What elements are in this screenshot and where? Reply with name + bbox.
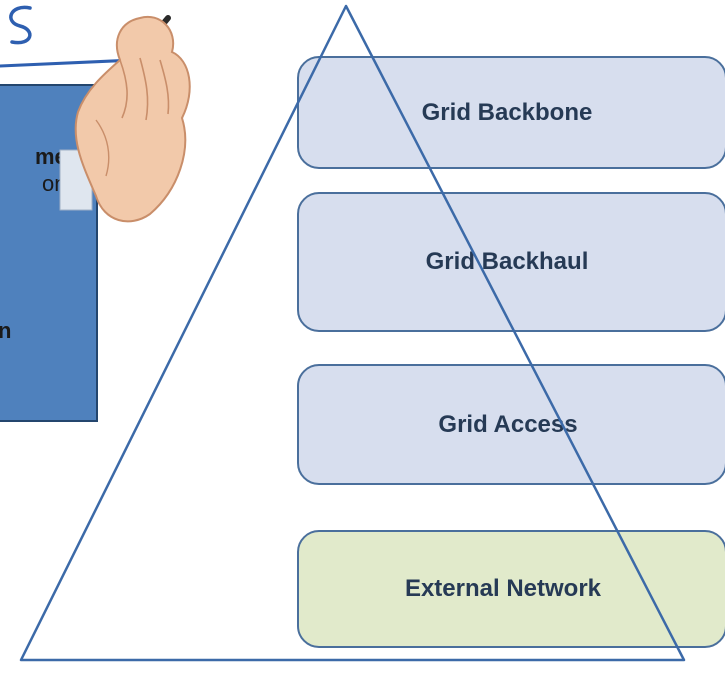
layer-grid-access: Grid Access xyxy=(297,364,725,485)
layer-label: Grid Access xyxy=(438,410,578,438)
layer-label: Grid Backbone xyxy=(421,98,593,126)
layer-grid-backbone: Grid Backbone xyxy=(297,56,725,169)
hand-writing-illustration xyxy=(0,5,191,223)
layer-external-network: External Network xyxy=(297,530,725,648)
layer-label: Grid Backhaul xyxy=(425,248,589,275)
panel-text-fragment-3: n xyxy=(0,318,12,343)
layer-grid-backhaul: Grid Backhaul xyxy=(297,192,725,332)
layer-label: External Network xyxy=(404,575,602,602)
